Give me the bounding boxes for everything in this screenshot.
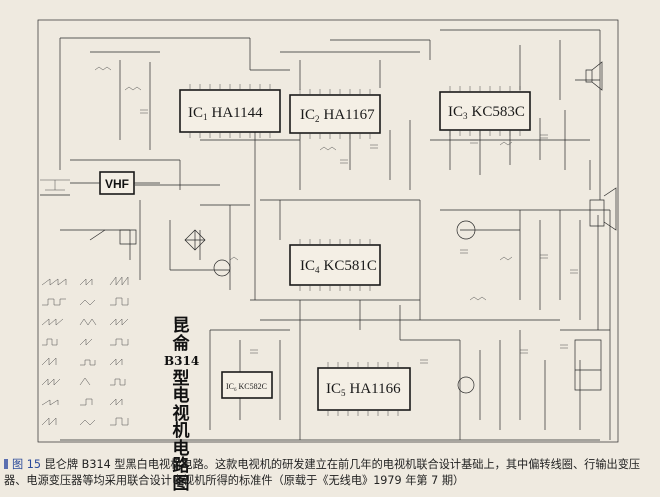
ic-pins [189, 84, 521, 416]
caption-text: 昆仑牌 B314 型黑白电视机电路。这款电视机的研发建立在前几年的电视机联合设计… [4, 458, 641, 487]
figure-caption: 图 15 昆仑牌 B314 型黑白电视机电路。这款电视机的研发建立在前几年的电视… [4, 457, 656, 489]
vhf-tuner: VHF [70, 171, 160, 195]
vertical-title: 昆 侖 B314 型 电 视 机 电 路 图 [164, 316, 200, 494]
figure-number: 图 15 [12, 458, 41, 471]
upper-wiring [40, 29, 611, 441]
svg-text:VHF: VHF [105, 177, 129, 191]
schematic-border [37, 19, 619, 443]
waveform-panel [41, 276, 129, 426]
caption-marker [4, 459, 8, 469]
